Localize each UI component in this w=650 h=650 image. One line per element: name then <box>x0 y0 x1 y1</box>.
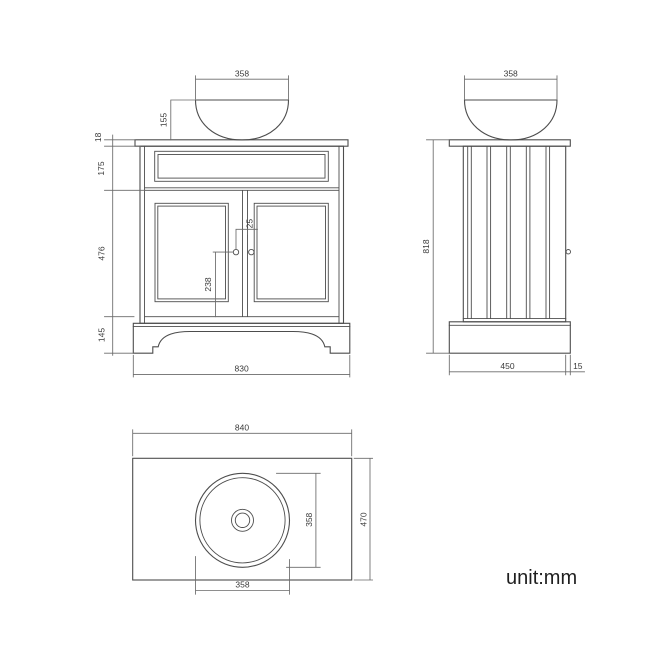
dim-label-front-counter-thickness: 18 <box>93 132 103 142</box>
side-view: 358 818 450 15 <box>421 69 585 376</box>
side-plinth-outline <box>448 321 571 354</box>
front-sink-bowl <box>194 99 290 141</box>
dim-front-left-chain: 18 175 476 145 <box>93 132 146 356</box>
dim-side-overall-height: 818 <box>421 139 450 354</box>
dim-label-top-depth: 470 <box>359 512 369 526</box>
side-countertop <box>448 139 571 147</box>
dim-label-front-drawer-height: 175 <box>96 161 106 175</box>
top-countertop-outline <box>132 457 353 581</box>
dim-label-front-knob-height: 238 <box>203 277 213 291</box>
top-basin <box>194 472 291 568</box>
dim-front-knob-height: 238 <box>203 251 234 318</box>
front-right-door-panel <box>253 202 329 303</box>
side-sink-bowl <box>463 99 558 141</box>
front-cabinet-frame-lines <box>144 145 340 324</box>
dim-top-width: 840 <box>132 422 353 457</box>
front-plinth <box>132 322 351 354</box>
side-paneling-grooves <box>462 145 567 320</box>
front-right-panel-outer <box>253 202 329 303</box>
front-dimensions: 358 155 18 175 476 145 25 238 <box>93 69 351 378</box>
unit-label: unit:mm <box>506 567 577 589</box>
dim-label-front-bowl-height: 155 <box>159 113 169 127</box>
dim-front-overall-width: 830 <box>132 354 351 378</box>
front-plinth-outline <box>132 322 351 354</box>
dim-label-top-basin-vertical: 358 <box>304 512 314 526</box>
dim-label-front-knob-gap: 25 <box>245 219 255 229</box>
dim-side-depth: 450 15 <box>448 354 585 376</box>
front-countertop <box>134 139 349 147</box>
side-cabinet-body <box>462 145 567 323</box>
front-left-knob <box>232 248 240 256</box>
dim-label-front-door-height: 476 <box>97 246 107 260</box>
top-basin-outer-rim <box>194 472 291 568</box>
top-drain-outer <box>231 508 254 532</box>
dim-label-front-overall-width: 830 <box>235 363 249 373</box>
front-right-knob <box>248 248 255 256</box>
dim-label-side-overall-height: 818 <box>421 239 431 253</box>
front-right-panel-inner <box>256 205 326 300</box>
side-knob <box>565 249 571 255</box>
dim-label-side-depth: 450 <box>500 361 514 371</box>
top-dimensions: 840 470 358 358 <box>132 422 374 595</box>
dim-top-basin-vertical: 358 <box>276 472 321 568</box>
dim-label-top-basin-horizontal: 358 <box>235 580 249 590</box>
front-drawer-panel <box>154 150 329 182</box>
front-drawer-inner <box>157 154 326 179</box>
front-drawer-outer <box>154 150 329 182</box>
dim-label-side-bowl-width: 358 <box>504 69 518 79</box>
top-basin-inner-rim <box>199 477 286 564</box>
dim-top-depth: 470 <box>353 457 374 581</box>
top-drain-inner <box>234 512 251 528</box>
front-view: 358 155 18 175 476 145 25 238 <box>93 69 351 378</box>
dim-front-knob-gap: 25 <box>235 219 258 250</box>
top-view: 840 470 358 358 <box>132 422 374 595</box>
dim-label-front-bowl-width: 358 <box>235 69 249 79</box>
dim-label-side-overhang: 15 <box>573 361 583 371</box>
front-cabinet-body <box>139 145 345 324</box>
dim-side-bowl-width: 358 <box>464 69 558 100</box>
side-dimensions: 358 818 450 15 <box>421 69 585 376</box>
dim-label-top-width: 840 <box>235 422 249 432</box>
dim-front-bowl-width: 358 <box>195 69 289 100</box>
dim-top-basin-horizontal: 358 <box>195 556 290 595</box>
side-plinth <box>448 321 571 354</box>
dim-label-front-plinth-height: 145 <box>97 328 107 342</box>
dim-front-bowl-height: 155 <box>159 99 197 141</box>
